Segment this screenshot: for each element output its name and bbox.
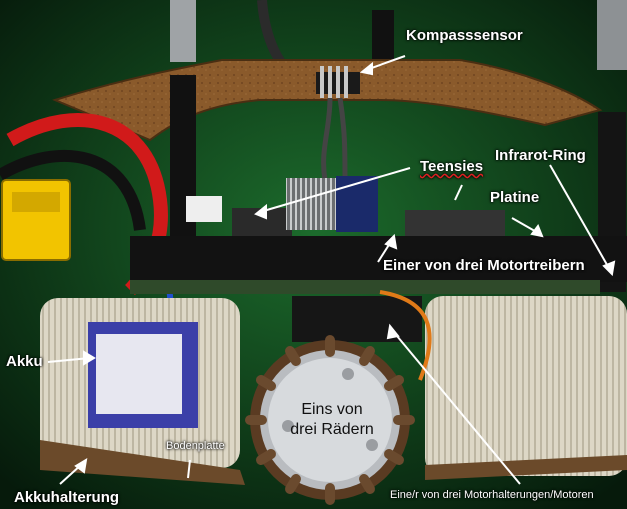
label-bodenplatte: Bodenplatte (166, 440, 225, 452)
label-motorhalterungen: Eine/r von drei Motorhalterungen/Motoren (390, 489, 594, 501)
label-infrarot-ring: Infrarot-Ring (495, 147, 586, 164)
heatsink (286, 178, 336, 230)
capacitors (336, 176, 378, 232)
label-platine: Platine (490, 189, 540, 206)
label-akkuhalterung: Akkuhalterung (14, 489, 120, 506)
orange-wire (379, 290, 432, 381)
label-rad: Eins von drei Rädern (290, 401, 374, 438)
label-akku: Akku (6, 353, 43, 370)
label-kompasssensor: Kompasssensor (406, 27, 523, 44)
omni-wheel (245, 335, 415, 505)
motor-mount (292, 296, 422, 342)
base-plate (40, 440, 245, 485)
compass-pins (320, 66, 348, 98)
battery-holder-right (425, 296, 627, 476)
motor-driver-ring (130, 236, 627, 282)
compass-wires (321, 97, 348, 181)
teensy-board-right (405, 210, 505, 240)
label-motortreiber: Einer von drei Motortreibern (383, 257, 585, 274)
white-connector (186, 196, 222, 222)
annotation-arrows (47, 55, 616, 485)
black-cable (0, 149, 146, 231)
standoff-left-top (170, 0, 196, 62)
base-plate-right (425, 455, 627, 480)
standoff-right-top (597, 0, 627, 70)
label-teensies: Teensies (420, 158, 484, 175)
